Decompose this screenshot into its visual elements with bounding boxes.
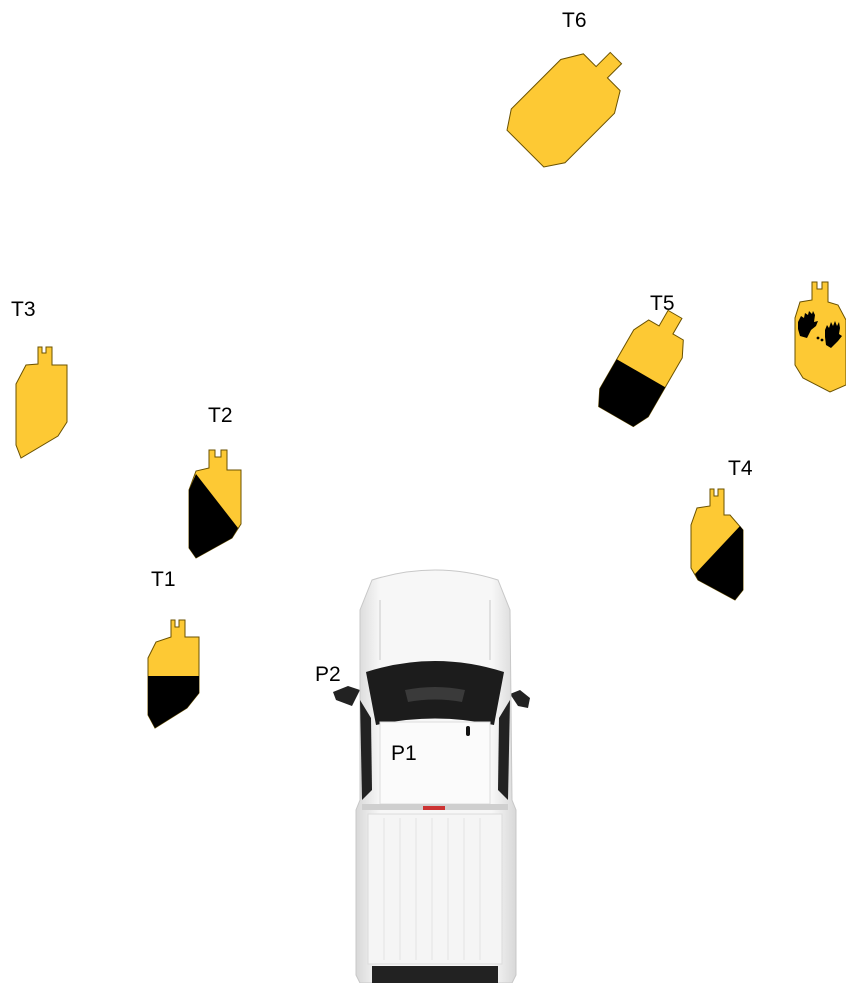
target-label-t5: T5 [650,293,675,314]
target-label-t2: T2 [208,405,233,426]
no-shoot-target [795,282,846,392]
position-label-p2: P2 [315,664,341,685]
target-label-t4: T4 [728,458,753,479]
target-t1 [148,620,199,728]
target-label-t6: T6 [562,10,587,31]
target-t3 [16,347,67,458]
position-label-p1: P1 [391,743,417,764]
target-t2 [189,450,241,558]
target-t6 [499,31,643,175]
target-t5 [592,300,699,430]
target-t4 [691,489,743,600]
target-label-t1: T1 [151,569,176,590]
pickup-truck-icon [333,570,530,983]
target-label-t3: T3 [11,299,36,320]
